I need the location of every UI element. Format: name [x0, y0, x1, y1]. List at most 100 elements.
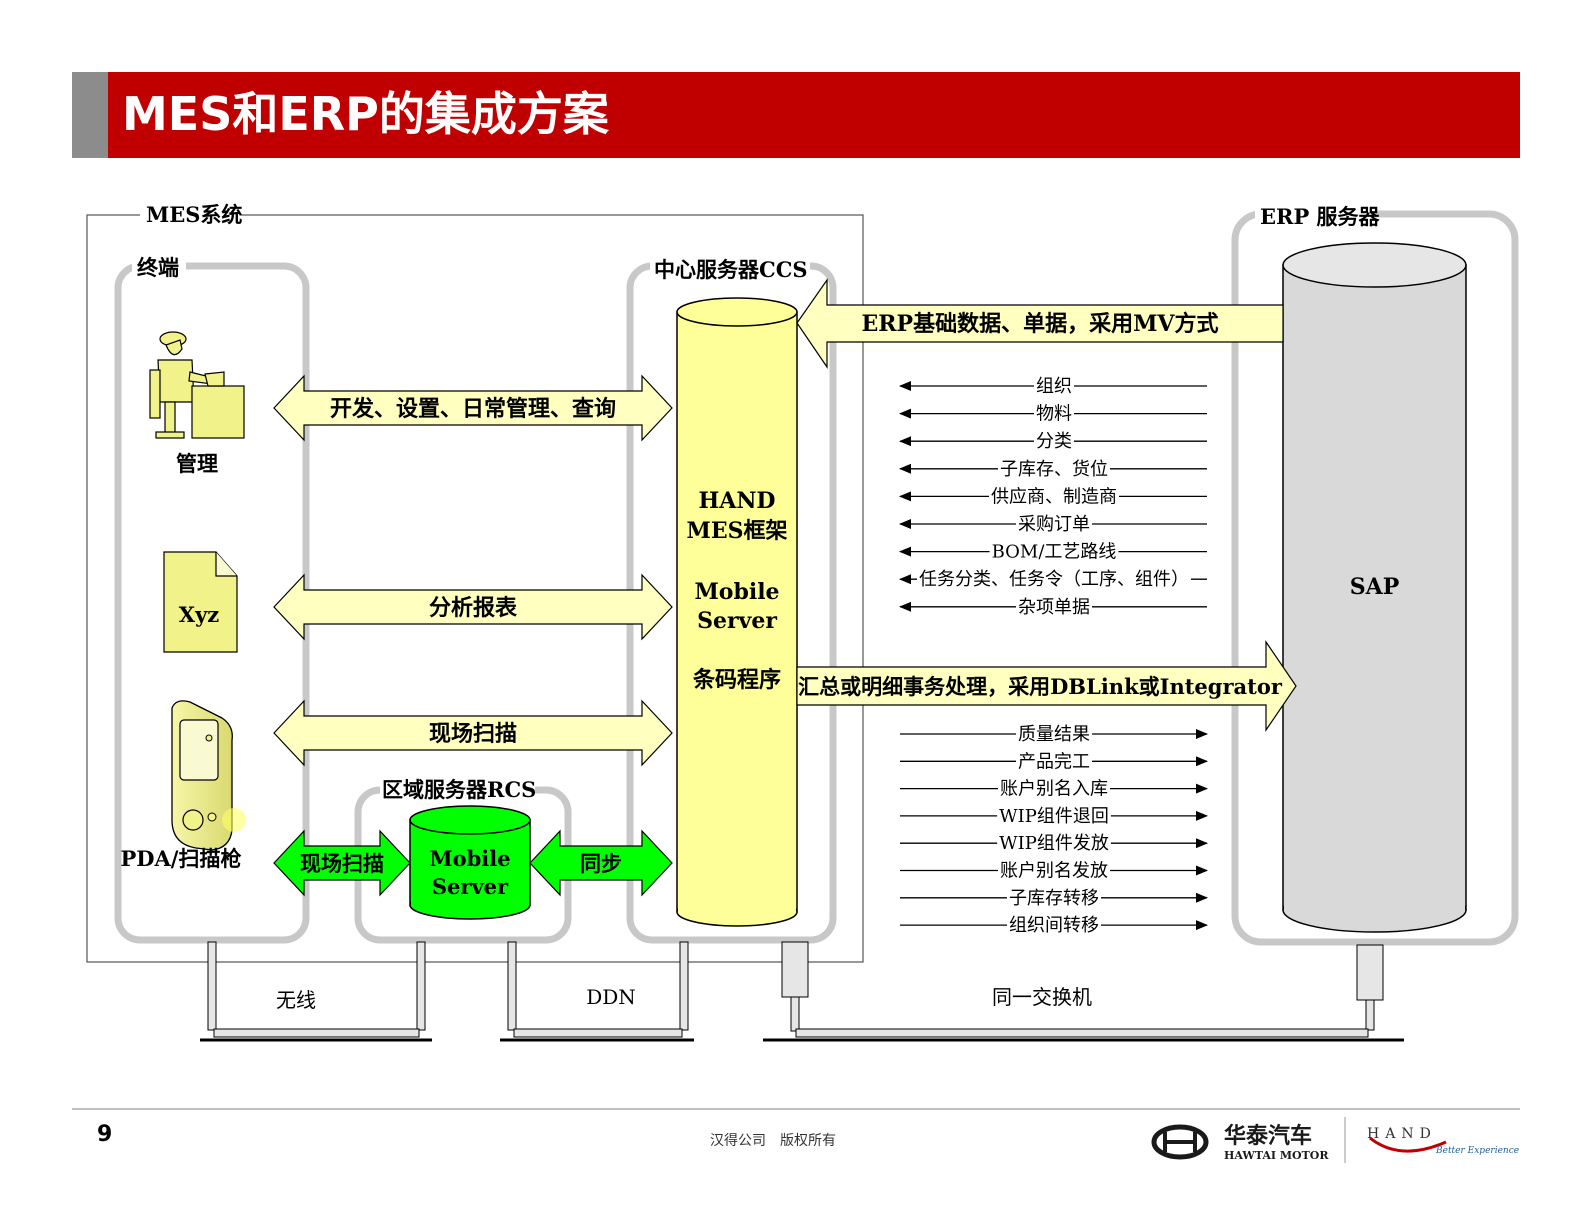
- dev-manage-label: 开发、设置、日常管理、查询: [330, 396, 616, 422]
- flow-label-bg: [1016, 514, 1092, 535]
- flow-label: 分类: [1036, 431, 1072, 452]
- hand-logo: HAND Better Experience: [1367, 1126, 1519, 1156]
- mes-system-label: MES系统: [146, 202, 242, 227]
- scan-label: 现场扫描: [429, 721, 517, 747]
- flow-label: 组织间转移: [1009, 915, 1099, 936]
- ccs-database: HAND MES框架 Mobile Server 条码程序: [676, 297, 798, 927]
- rcs-line-2: Server: [432, 874, 509, 899]
- flow-row: WIP组件发放: [900, 833, 1208, 855]
- transaction-label: 汇总或明细事务处理，采用DBLink或Integrator: [798, 674, 1283, 699]
- terminal-label: 终端: [137, 255, 179, 280]
- manager-label: 管理: [176, 451, 218, 476]
- flow-label-bg: [989, 486, 1119, 508]
- network-buses: [200, 1028, 1404, 1042]
- flow-label: 质量结果: [1018, 724, 1090, 745]
- flow-label-bg: [1016, 751, 1092, 773]
- flow-label-bg: [917, 569, 1191, 591]
- flow-label: 账户别名入库: [1000, 779, 1108, 800]
- analysis-label: 分析报表: [429, 595, 518, 621]
- analysis-arrow: 分析报表: [273, 573, 673, 641]
- flow-row: 任务分类、任务令（工序、组件）: [899, 569, 1207, 591]
- flow-row: 账户别名入库: [900, 778, 1208, 800]
- ccs-line-4: Server: [697, 608, 777, 634]
- flow-label-bg: [1016, 724, 1092, 745]
- network-connectors: [207, 941, 1384, 1032]
- flow-row: WIP组件退回: [900, 805, 1208, 827]
- erp-server-label: ERP 服务器: [1260, 204, 1381, 229]
- flow-label-bg: [1016, 596, 1092, 618]
- sap-label: SAP: [1350, 574, 1400, 600]
- flow-label-bg: [997, 833, 1111, 855]
- dev-manage-arrow: 开发、设置、日常管理、查询: [273, 374, 673, 442]
- hand-logo-tagline: Better Experience: [1435, 1146, 1519, 1156]
- hand-logo-text: HAND: [1367, 1126, 1437, 1142]
- flow-label-bg: [998, 458, 1110, 480]
- pda-scanner-icon: [171, 700, 246, 851]
- sync-arrow: 同步: [529, 829, 673, 897]
- flow-label: 产品完工: [1018, 751, 1090, 772]
- flow-label: 账户别名发放: [1000, 861, 1108, 882]
- flow-label: 采购订单: [1018, 514, 1090, 535]
- report-icon-text: Xyz: [179, 602, 219, 627]
- erp-base-arrow: ERP基础数据、单据，采用MV方式: [796, 278, 1284, 369]
- sap-database: SAP: [1282, 242, 1467, 933]
- rcs-label: 区域服务器RCS: [382, 777, 536, 802]
- switch-label: 同一交换机: [992, 985, 1092, 1009]
- flow-row: 杂项单据: [899, 596, 1207, 618]
- flow-label-bg: [1034, 403, 1074, 425]
- ccs-line-2: MES框架: [686, 518, 787, 544]
- flow-row: 产品完工: [900, 751, 1208, 773]
- flow-label: WIP组件退回: [999, 806, 1109, 827]
- mes-label-bg: [140, 198, 240, 228]
- flow-label: 杂项单据: [1018, 597, 1090, 618]
- rcs-database: Mobile Server: [409, 805, 531, 920]
- page-title: MES和ERP的集成方案: [122, 87, 609, 141]
- erp-label-bg: [1255, 200, 1375, 230]
- hawtai-logo: 华泰汽车 HAWTAI MOTOR: [1151, 1123, 1329, 1162]
- flow-row: 组织间转移: [900, 915, 1208, 937]
- title-accent: [72, 72, 108, 158]
- ccs-line-3: Mobile: [694, 579, 779, 605]
- flow-row: 子库存、货位: [899, 458, 1207, 480]
- ccs-label: 中心服务器CCS: [654, 257, 808, 282]
- flow-label: 供应商、制造商: [991, 486, 1117, 507]
- report-document-icon: Xyz: [163, 551, 238, 653]
- footer-rule: [72, 1108, 1520, 1110]
- flow-row: 组织: [899, 376, 1207, 397]
- ccs-line-1: HAND: [698, 488, 775, 514]
- flow-label: 子库存转移: [1009, 888, 1099, 909]
- scan-green-label: 现场扫描: [300, 851, 384, 876]
- flow-label-bg: [1034, 431, 1074, 453]
- flow-label: 组织: [1036, 376, 1072, 397]
- flow-row: 账户别名发放: [900, 860, 1208, 882]
- wireless-label: 无线: [276, 988, 316, 1012]
- sync-label: 同步: [580, 851, 622, 876]
- flow-label-bg: [1007, 887, 1101, 909]
- flow-label: BOM/工艺路线: [992, 542, 1117, 563]
- flow-label-bg: [998, 778, 1110, 800]
- flow-label-bg: [997, 805, 1111, 827]
- pda-label: PDA/扫描枪: [121, 846, 242, 871]
- flow-row: 物料: [899, 403, 1207, 425]
- hawtai-logo-en: HAWTAI MOTOR: [1224, 1149, 1329, 1162]
- terminal-label-bg: [132, 250, 186, 280]
- flow-label: WIP组件发放: [999, 833, 1109, 854]
- ccs-line-5: 条码程序: [692, 667, 781, 693]
- flow-label: 子库存、货位: [1000, 459, 1108, 480]
- ccs-label-bg: [650, 252, 810, 282]
- flow-row: 子库存转移: [900, 887, 1208, 909]
- transaction-arrow: 汇总或明细事务处理，采用DBLink或Integrator: [796, 640, 1297, 732]
- mes-system-frame: [86, 214, 864, 963]
- flow-row: 供应商、制造商: [899, 486, 1207, 508]
- rcs-label-bg: [380, 776, 535, 804]
- flow-label-bg: [989, 541, 1119, 563]
- rcs-line-1: Mobile: [429, 846, 510, 871]
- flow-row: 质量结果: [900, 724, 1208, 745]
- erp-base-label: ERP基础数据、单据，采用MV方式: [861, 311, 1218, 337]
- copyright-text: 汉得公司 版权所有: [710, 1133, 836, 1149]
- flow-label-bg: [1007, 915, 1101, 937]
- ddn-label: DDN: [586, 985, 636, 1009]
